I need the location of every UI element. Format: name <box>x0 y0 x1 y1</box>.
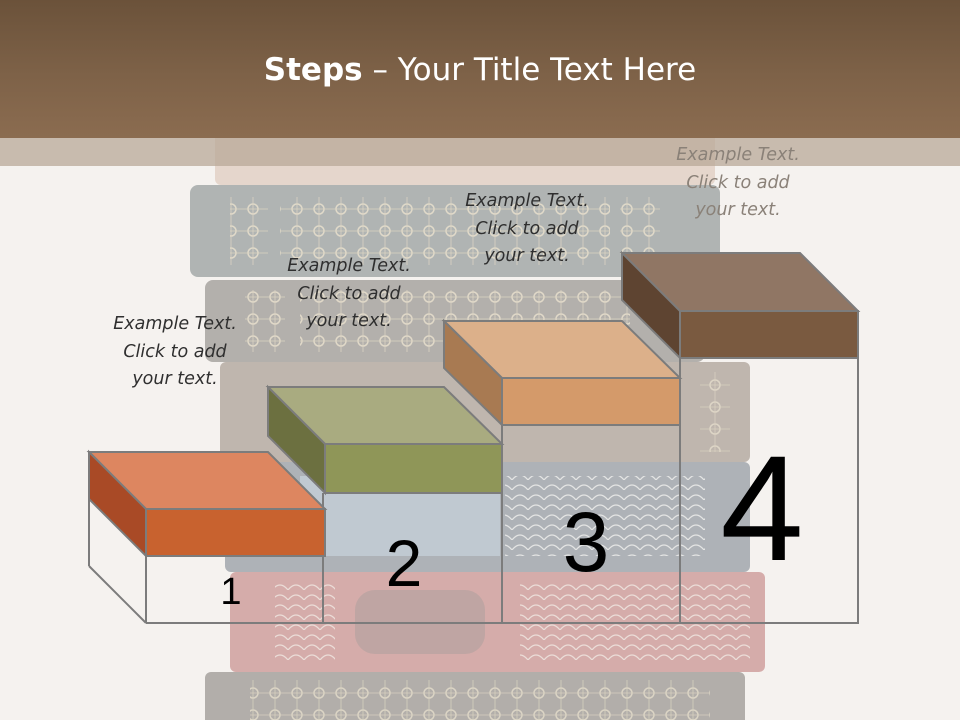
step-4-box[interactable] <box>619 250 861 361</box>
step-1-box[interactable] <box>86 449 328 559</box>
title-bold: Steps <box>263 52 363 88</box>
caption-line: your text. <box>484 246 570 266</box>
title-strip <box>0 138 960 166</box>
caption-line: Example Text. <box>113 314 237 334</box>
step-2-number: 2 <box>386 526 423 600</box>
title-bar <box>0 0 960 138</box>
step-3-box[interactable] <box>441 318 683 428</box>
slide-title[interactable]: Steps – Your Title Text Here <box>0 52 960 88</box>
step-2-caption[interactable]: Example Text. Click to add your text. <box>249 253 449 336</box>
step-2-box[interactable] <box>265 384 505 496</box>
step-4-number: 4 <box>720 424 803 592</box>
caption-line: Click to add <box>686 172 790 193</box>
caption-line: Example Text. <box>287 256 411 276</box>
caption-line: your text. <box>695 200 781 220</box>
step-3-number: 3 <box>563 495 610 589</box>
caption-line: your text. <box>132 369 218 389</box>
caption-line: Example Text. <box>465 191 589 211</box>
caption-line: Click to add <box>297 283 401 304</box>
caption-line: Click to add <box>123 341 227 362</box>
step-3-caption[interactable]: Example Text. Click to add your text. <box>427 188 627 271</box>
step-1-number: 1 <box>220 571 241 613</box>
caption-line: Click to add <box>475 218 579 239</box>
step-4-caption[interactable]: Example Text. Click to add your text. <box>638 142 838 225</box>
caption-line: Example Text. <box>676 145 800 165</box>
caption-line: your text. <box>306 311 392 331</box>
title-rest: – Your Title Text Here <box>362 52 697 88</box>
step-1-caption[interactable]: Example Text. Click to add your text. <box>75 311 275 394</box>
